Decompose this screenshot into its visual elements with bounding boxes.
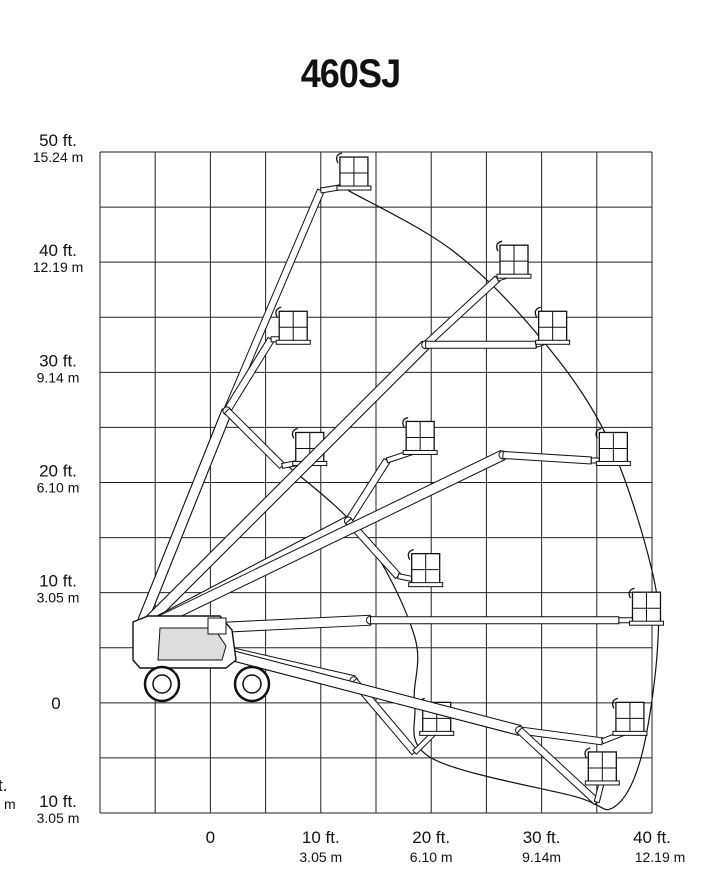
y-tick-label-ft: 10 ft.	[39, 792, 77, 811]
clipped-label-m: m	[4, 796, 16, 812]
boom-fly-section	[223, 336, 275, 414]
x-tick-label-ft: 0	[206, 828, 215, 847]
x-tick-label-ft: 30 ft.	[523, 828, 561, 847]
y-tick-label-m: 9.14 m	[37, 369, 80, 385]
platform-basket-control-box	[611, 697, 619, 709]
x-tick-label-m: 9.14m	[522, 849, 561, 865]
platform-basket-control-box	[534, 306, 541, 318]
platform-basket-floor	[336, 185, 372, 191]
platform-basket-control-box	[595, 427, 602, 439]
boom-fly-section	[502, 450, 593, 465]
boom-base-section	[134, 340, 430, 636]
machine-layer	[132, 615, 271, 703]
clipped-label-ft: t.	[0, 776, 7, 795]
platform-basket-floor	[612, 730, 648, 736]
boom-fly-section	[223, 188, 325, 413]
y-tick-label-ft: 10 ft.	[39, 572, 77, 591]
platform-basket-floor	[419, 730, 455, 736]
platform-basket-control-box	[496, 240, 503, 252]
y-tick-label-ft: 30 ft.	[39, 351, 77, 370]
platform-basket-control-box	[275, 306, 282, 318]
platform-basket-floor	[408, 582, 444, 588]
x-tick-label-m: 6.10 m	[410, 849, 453, 865]
wheel-hub	[242, 674, 262, 694]
platform-basket-floor	[628, 620, 664, 626]
y-axis-labels: 50 ft.15.24 m 40 ft.12.19 m 30 ft.9.14 m 20…	[0, 131, 83, 826]
machine-turntable	[207, 617, 227, 635]
x-tick-label-ft: 10 ft.	[302, 828, 340, 847]
y-tick-label-m: 12.19 m	[33, 259, 84, 275]
x-axis-labels: 0 10 ft. 3.05 m 20 ft. 6.10 m 30 ft. 9.14m 40 f…	[206, 828, 686, 865]
platform-basket-floor	[275, 339, 311, 345]
y-tick-label-m: 3.05 m	[37, 810, 80, 826]
boom-fly-section	[425, 340, 537, 349]
y-tick-label-m: 3.05 m	[37, 590, 80, 606]
page-title: 460SJ	[300, 52, 402, 96]
boom-base-section	[133, 408, 233, 634]
platform-basket-floor	[496, 273, 532, 279]
y-tick-label-m: 15.24 m	[33, 149, 84, 165]
y-tick-label-ft: 40 ft.	[39, 241, 77, 260]
boom-layer	[133, 152, 664, 806]
x-tick-label-m: 12.19 m	[635, 849, 686, 865]
machine-counterweight	[157, 627, 227, 661]
x-tick-label-ft: 20 ft.	[412, 828, 450, 847]
boom-fly-section	[369, 616, 620, 625]
boom-fly-section	[422, 275, 501, 349]
platform-basket-floor	[584, 780, 620, 786]
platform-basket-control-box	[584, 747, 591, 759]
platform-basket-floor	[402, 449, 438, 455]
y-tick-label-ft: 50 ft.	[39, 131, 77, 150]
platform-basket-control-box	[407, 549, 414, 560]
y-tick-label-ft: 0	[51, 694, 60, 713]
x-tick-label-m: 3.05 m	[299, 849, 342, 865]
y-tick-label-ft: 20 ft.	[39, 462, 77, 481]
platform-basket-control-box	[628, 587, 635, 599]
platform-basket-control-box	[335, 152, 343, 164]
x-tick-label-ft: 40 ft.	[633, 828, 671, 847]
wheel-hub	[152, 674, 172, 694]
platform-basket-floor	[595, 460, 631, 466]
platform-basket-control-box	[402, 416, 409, 428]
y-tick-label-m: 6.10 m	[37, 480, 80, 496]
boom-fly-section	[223, 407, 286, 470]
platform-basket-floor	[535, 339, 571, 345]
platform-basket-control-box	[291, 427, 298, 439]
